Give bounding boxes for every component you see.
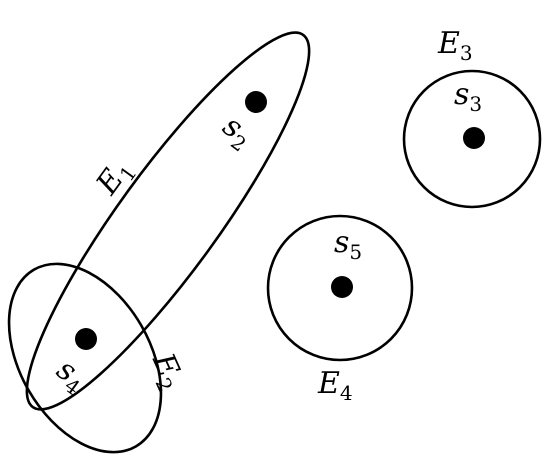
vertex-s5-dot bbox=[331, 276, 353, 298]
hyperedge-e4-circle bbox=[266, 214, 414, 362]
vertex-s4-dot bbox=[75, 328, 97, 350]
hyperedge-e4-label: E4 bbox=[317, 366, 353, 405]
vertex-s2-dot bbox=[245, 91, 267, 113]
hyperedge-e1-ellipse bbox=[25, 31, 311, 411]
hyperedge-e3-circle bbox=[402, 69, 542, 209]
hyperedge-e2-ellipse bbox=[7, 262, 163, 454]
vertex-s4-label: s4 bbox=[48, 352, 94, 400]
vertex-s3-dot bbox=[463, 127, 485, 149]
hyperedge-e3-label: E3 bbox=[437, 26, 473, 65]
vertex-s5-label: s5 bbox=[334, 225, 362, 264]
vertex-s2-label: s2 bbox=[214, 108, 260, 156]
vertex-s3-label: s3 bbox=[454, 77, 482, 116]
hyperedge-e1-label: E1 bbox=[89, 152, 142, 204]
hyperedge-e2-label: E2 bbox=[141, 347, 191, 395]
